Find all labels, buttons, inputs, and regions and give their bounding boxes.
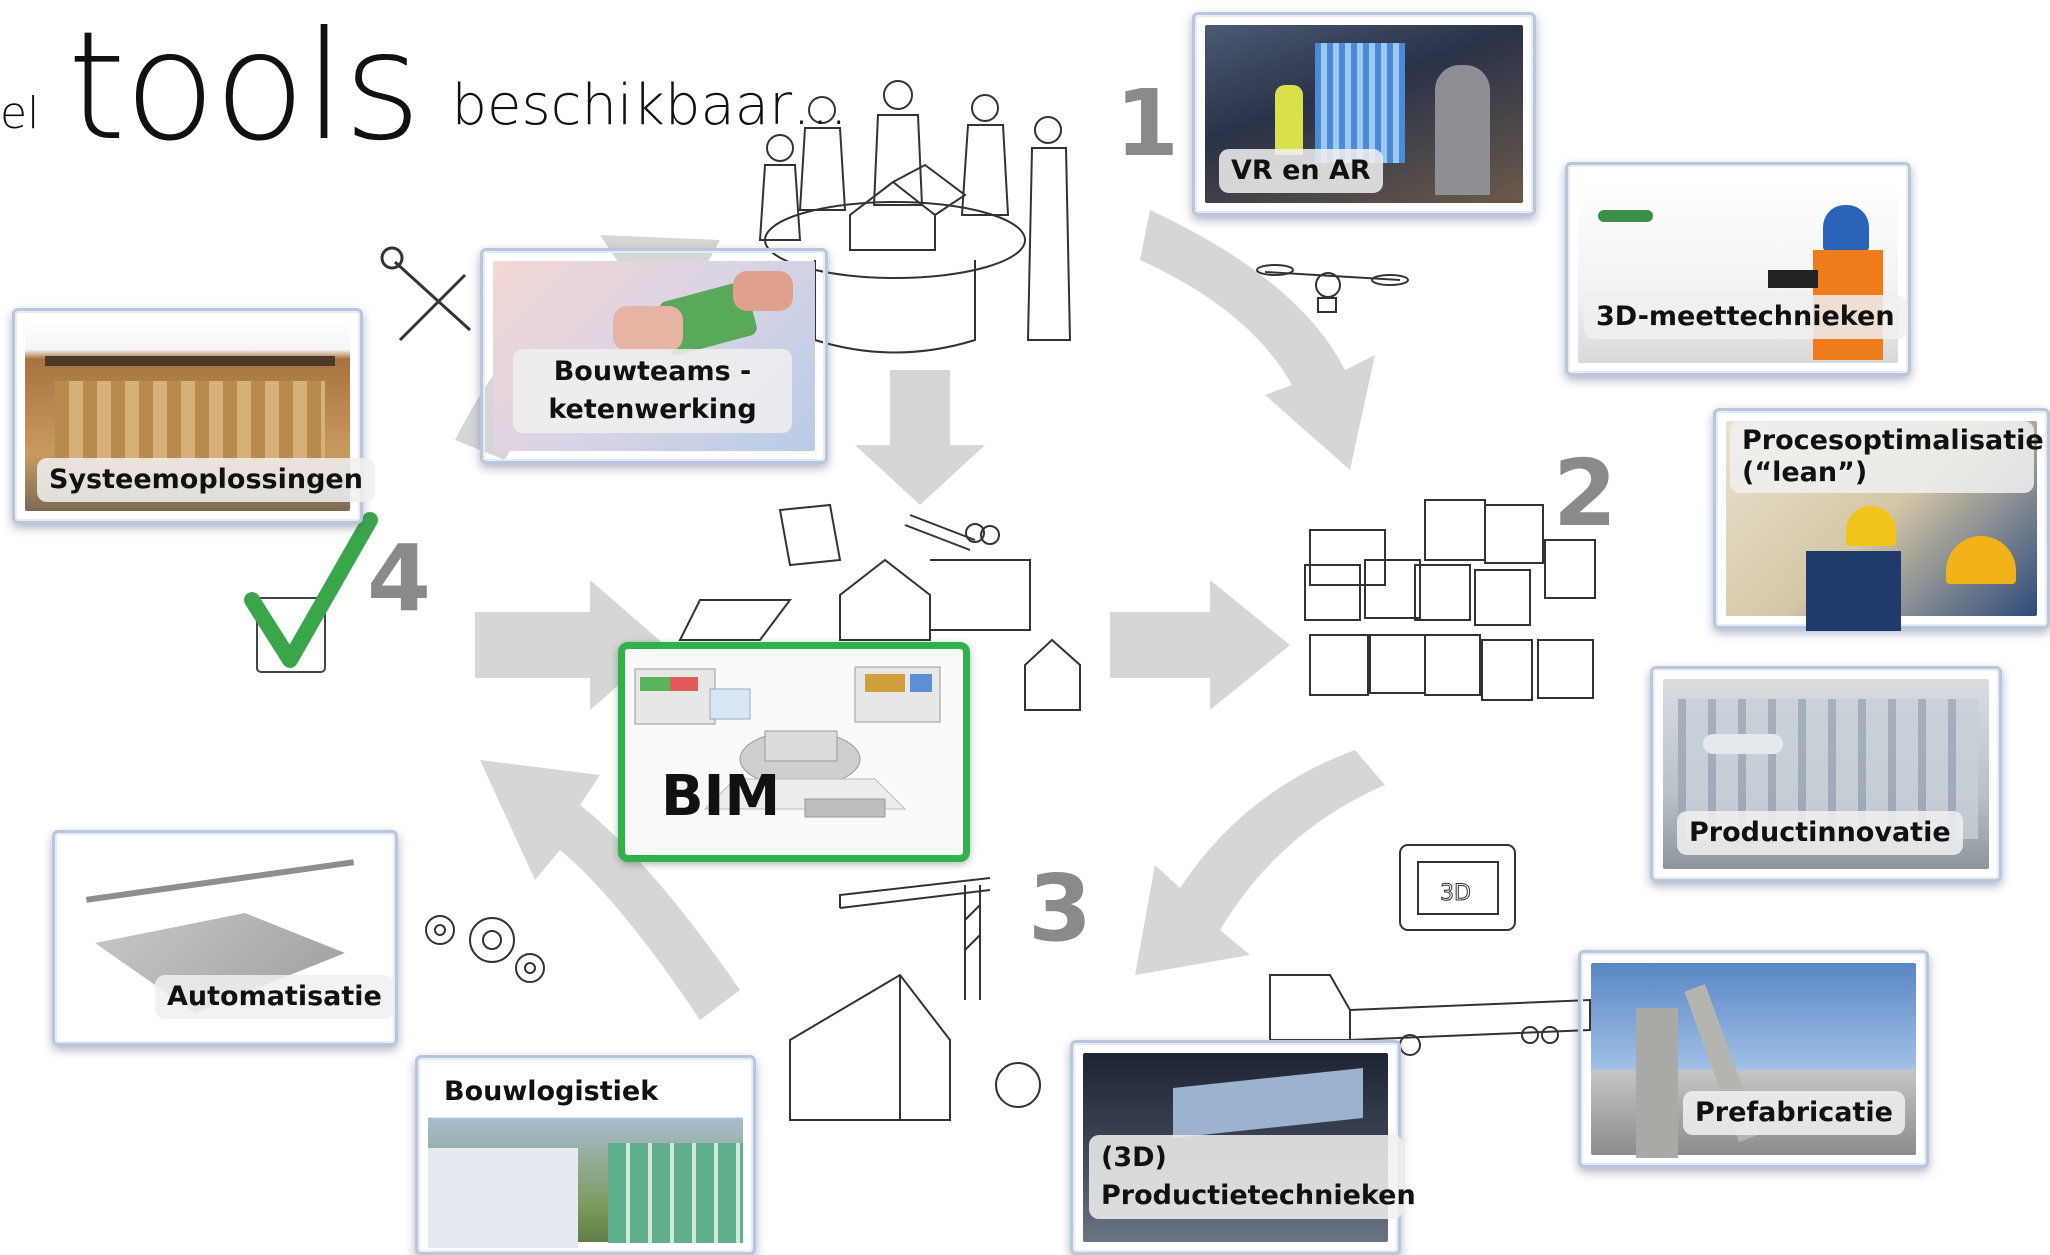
3d-printer-icon: 3D xyxy=(1399,844,1516,931)
card-productinnovatie: Productinnovatie xyxy=(1650,666,2002,882)
bim-center-box: BIM xyxy=(618,642,970,862)
arrow-top-to-center xyxy=(855,370,985,505)
card-label-vr-ar: VR en AR xyxy=(1219,149,1383,193)
card-label-prefabricatie: Prefabricatie xyxy=(1683,1091,1905,1135)
card-label-systeemoplossingen: Systeemoplossingen xyxy=(37,458,375,502)
people-group xyxy=(758,80,1072,341)
title-main: tools xyxy=(67,0,421,174)
svg-text:3D: 3D xyxy=(1440,881,1471,906)
card-productietechnieken: (3D) Productietechnieken xyxy=(1070,1040,1416,1255)
house-model xyxy=(849,163,967,251)
step-number-4: 4 xyxy=(367,525,432,632)
card-label-productinnovatie: Productinnovatie xyxy=(1677,811,1963,855)
arc-arrow-2-to-3 xyxy=(1135,750,1385,975)
gears-icon xyxy=(425,915,545,983)
card-bouwlogistiek: Bouwlogistiek xyxy=(415,1055,756,1255)
sticky-notes-sketch xyxy=(1304,499,1596,701)
arc-arrow-1-to-2 xyxy=(1140,210,1375,470)
card-label-procesoptimalisatie: Procesoptimalisatie (“lean”) xyxy=(1730,421,2044,493)
card-label-3d-meettechnieken: 3D-meettechnieken xyxy=(1584,295,1907,339)
bim-model-image xyxy=(634,666,941,818)
step-number-1: 1 xyxy=(1115,70,1180,177)
step-number-2: 2 xyxy=(1553,440,1618,547)
arc-arrow-3-to-4 xyxy=(480,760,740,1020)
wrench-screwdriver-icon xyxy=(380,246,472,342)
card-3d-meettechnieken: 3D-meettechnieken xyxy=(1565,162,1911,376)
card-label-bouwteams: Bouwteams - ketenwerking xyxy=(513,349,792,433)
rolled-plan xyxy=(904,514,976,551)
meeting-sketch xyxy=(758,80,1072,354)
card-label-bouwlogistiek: Bouwlogistiek xyxy=(444,1076,659,1107)
card-prefabricatie: Prefabricatie xyxy=(1578,950,1929,1168)
paper-sheet xyxy=(778,503,842,567)
card-label-productietechnieken: (3D) Productietechnieken xyxy=(1089,1135,1416,1219)
drone-sketch xyxy=(1256,264,1409,313)
house-sketch xyxy=(678,503,1081,711)
card-automatisatie: Automatisatie xyxy=(52,830,398,1046)
arrow-center-to-right xyxy=(1110,580,1290,710)
step-number-3: 3 xyxy=(1028,855,1093,962)
arrow-left-to-center xyxy=(475,580,665,710)
crane-sketch xyxy=(789,877,1041,1121)
card-procesoptimalisatie: Procesoptimalisatie (“lean”) xyxy=(1713,408,2050,631)
bim-label: BIM xyxy=(661,764,781,829)
card-systeemoplossingen: Systeemoplossingen xyxy=(12,308,375,524)
card-bouwteams: Bouwteams - ketenwerking xyxy=(480,248,828,464)
card-vr-ar: VR en AR xyxy=(1192,12,1536,216)
checkbox-check-icon xyxy=(244,512,378,673)
card-label-automatisatie: Automatisatie xyxy=(155,975,394,1019)
bouwlogistiek-photo xyxy=(428,1068,743,1248)
title-prefix: el xyxy=(0,88,40,139)
title-suffix: beschikbaar… xyxy=(451,73,849,138)
